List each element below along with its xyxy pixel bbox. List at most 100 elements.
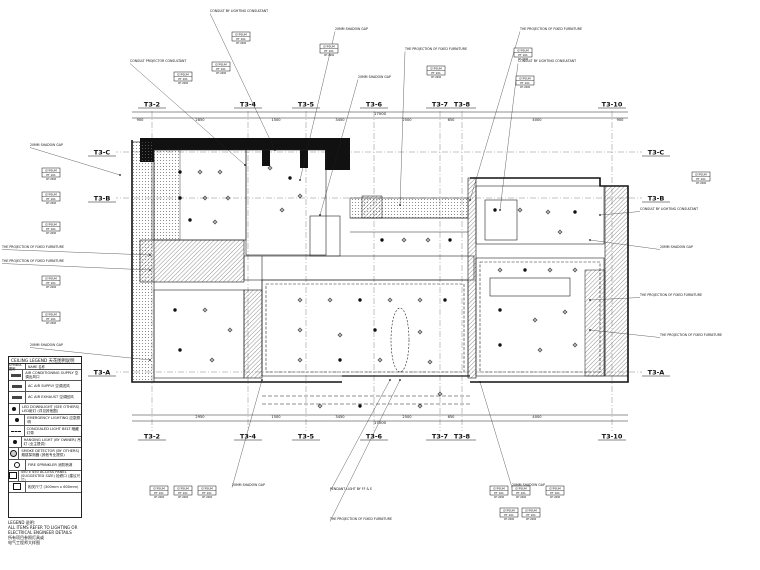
axis-marker: T3-8 [448,431,476,441]
callout-text: THE PROJECTION OF FIXED FURNITURE [519,27,582,31]
dim-total: 17000 [374,111,387,116]
finish-tag-code: GYPSUM [215,63,227,67]
legend-header: SYMBOL 图例 NAME 名称 [9,363,81,371]
callout-dot [274,149,276,151]
finish-tag-height: CH 2600 [46,286,57,289]
callout: THE PROJECTION OF FIXED FURNITURE [329,379,401,522]
finish-tag-code: GYPSUM [177,487,189,491]
callout: THE PROJECTION OF FIXED FURNITURE [589,293,702,301]
dim-text: 900 [137,118,145,122]
legend-col-name: NAME 名称 [28,364,45,369]
downlight-fixture [373,328,377,332]
spot-fixture [297,297,303,303]
legend-symbol-icon [9,370,24,381]
legend-symbol-icon [9,459,26,470]
spot-fixture [202,195,208,201]
notes-line: ALL ITEMS REFER TO LIGHTING OR [8,525,78,530]
downlight-fixture [358,404,362,408]
finish-tag-height: CH 2600 [216,72,227,75]
spot-fixture [497,267,503,273]
downlight-fixture [493,208,497,212]
callout-text: CONSULT BY LIGHTING CONSULTANT [640,207,698,211]
finish-tag-height: CH 2600 [46,178,57,181]
finish-tag-height: CH 2600 [154,496,165,499]
dim-text: 2850 [195,118,205,122]
callout-leader [589,297,641,301]
axis-label: T3-10 [602,433,623,441]
axis-marker: T3-5 [292,431,320,441]
finish-tag-height: CH 2600 [516,496,527,499]
dim-text: 4000 [532,118,542,122]
axis-label: T3-7 [432,101,448,109]
callout-text: CONSULT BY LIGHTING CONSULTANT [518,59,576,63]
spot-fixture [327,297,333,303]
axis-label: T3-6 [366,433,383,441]
finish-tag-finish: PT 101 [324,49,334,53]
spot-fixture [417,329,423,335]
legend-row-label: 450 x 450 ACCESS PANEL (SUGGESTED SIZE) … [20,469,81,482]
callout-text: 20MM SHADOW GAP [660,245,693,249]
finish-tag-finish: PT 101 [494,491,504,495]
callout-dot [479,381,481,383]
axis-label: T3-8 [454,101,471,109]
axis-marker: T3-8 [448,99,476,109]
legend-row: AC AIR EXHAUST 空调回风 [9,392,81,404]
axis-label: T3-2 [144,433,160,441]
spot-fixture [562,309,568,315]
spot-fixture [417,297,423,303]
legend-symbol-icon [9,381,26,392]
spot-fixture [227,327,233,333]
callout-leader [499,63,519,211]
finish-tag-code: GYPSUM [235,33,247,37]
callout-leader [329,379,391,492]
callout: 20MM SHADOW GAP [29,343,151,361]
callout-dot [149,269,151,271]
legend-symbol-icon [9,470,19,481]
callout-leader [299,31,336,181]
callout: 20MM SHADOW GAP [231,379,265,488]
finish-tag-finish: PT 101 [504,513,514,517]
callout-text: THE PROJECTION OF FIXED FURNITURE [639,293,702,297]
downlight-fixture [173,308,177,312]
legend-symbol-icon [9,448,20,459]
axis-marker: T3-2 [138,99,166,109]
legend-row-label: SMOKE DETECTOR (BY OTHERS) 烟感探测器 (其他专业提供… [21,449,80,458]
finish-tag-finish: PT 101 [46,281,56,285]
finish-tag-code: GYPSUM [430,67,442,71]
callout-leader [1,249,151,256]
spot-fixture [197,169,203,175]
axis-marker: T3-4 [234,431,262,441]
spot-fixture [437,391,443,397]
dim-text: 3450 [335,415,345,419]
finish-tag-code: GYPSUM [201,487,213,491]
finish-tag-finish: PT 101 [431,71,441,75]
walls [131,138,629,383]
axis-label: T3-C [94,149,111,157]
callout: 20MM SHADOW GAP [589,239,693,250]
spot-fixture [297,357,303,363]
callout: 20MM SHADOW GAP [29,143,121,176]
axis-marker: T3-6 [360,99,388,109]
finish-tag-finish: PT 101 [46,197,56,201]
spot-fixture [209,357,215,363]
axis-marker: T3-B [642,193,670,203]
legend-row: HANGING LIGHT (BY OWNER) 吊灯 (业主提供) [9,437,81,449]
spot-fixture [572,267,578,273]
finish-tag-finish: PT 101 [526,513,536,517]
ceiling-legend: CEILING LEGEND 天花图例说明 SYMBOL 图例 NAME 名称 … [8,356,82,518]
finish-tag-height: CH 2600 [494,496,505,499]
callout-leader [319,79,359,216]
downlight-fixture [443,298,447,302]
callout: CONSULT BY LIGHTING CONSULTANT [599,207,698,216]
finish-tag-finish: PT 101 [46,173,56,177]
